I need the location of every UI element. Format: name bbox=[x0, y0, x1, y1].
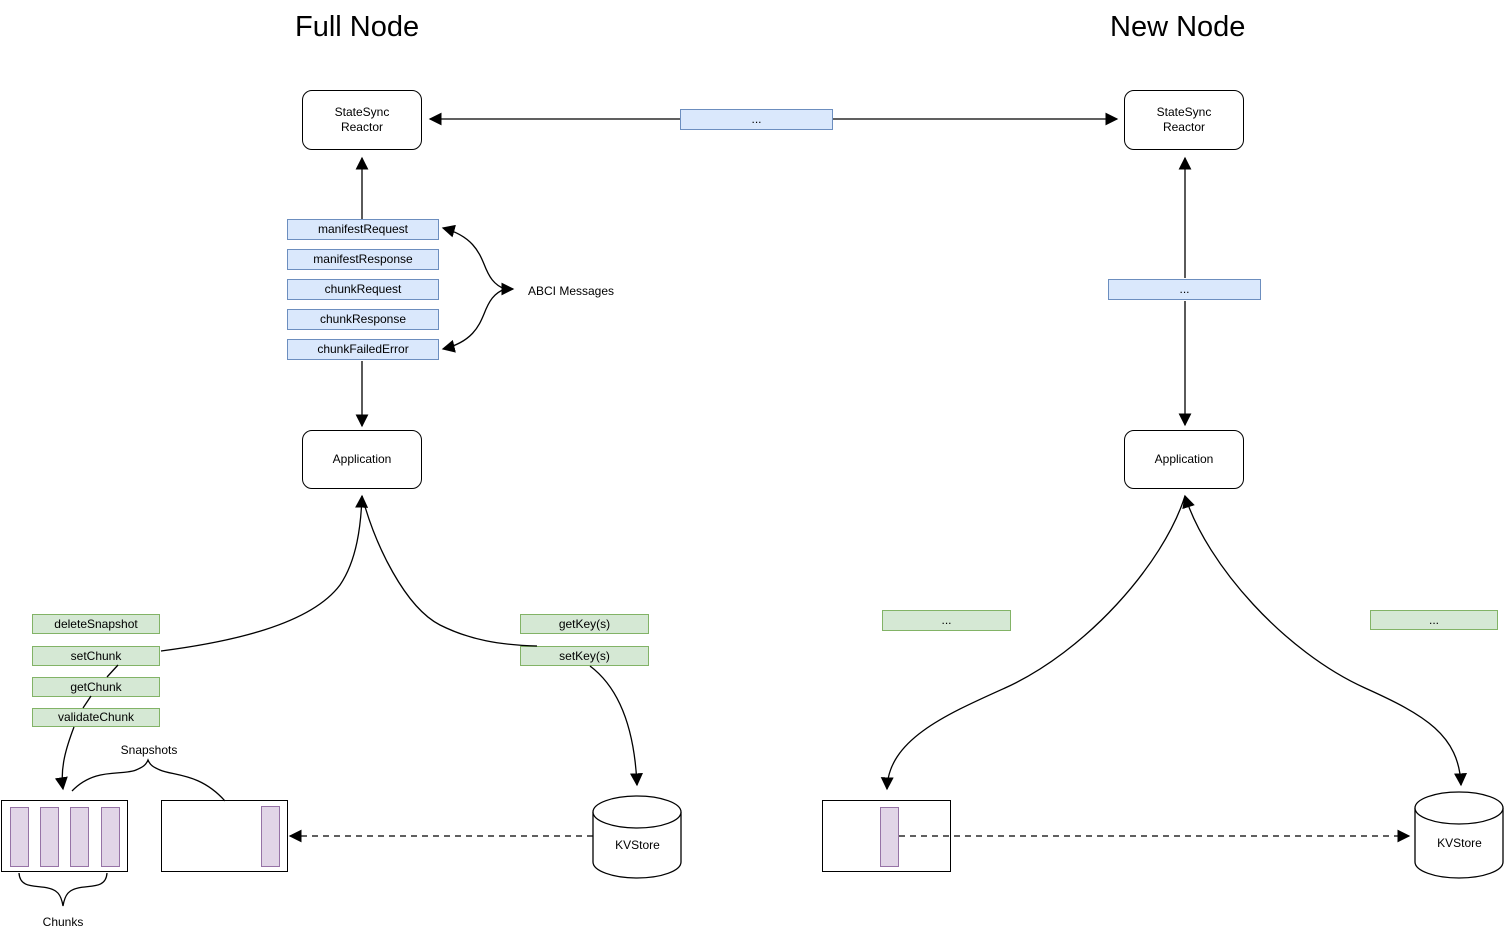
chunks-label: Chunks bbox=[42, 915, 84, 929]
app-method-box: setKey(s) bbox=[520, 646, 649, 666]
newnode-application-to-kvstore-curve bbox=[1182, 494, 1468, 787]
abci-messages-label: ABCI Messages bbox=[528, 284, 615, 298]
fullnode-application-box: Application bbox=[302, 430, 422, 489]
app-method-box: getKey(s) bbox=[520, 614, 649, 634]
chunk-bar bbox=[101, 807, 120, 867]
abci-brace-top-curve bbox=[441, 224, 506, 290]
abci-message-box: manifestResponse bbox=[287, 249, 439, 270]
setkey-to-application-curve bbox=[361, 495, 538, 647]
chunks-container-box bbox=[1, 800, 128, 872]
app-method-box: setChunk bbox=[32, 646, 160, 666]
snapshots-brace bbox=[71, 758, 226, 802]
snapshots-label: Snapshots bbox=[120, 743, 178, 757]
new-node-title: New Node bbox=[1110, 11, 1246, 43]
newnode-kvstore-label: KVStore bbox=[1437, 836, 1482, 850]
app-method-box: getChunk bbox=[32, 677, 160, 697]
chunks-brace bbox=[18, 872, 108, 907]
newnode-abci-ellipsis-box: ... bbox=[1108, 279, 1261, 300]
chunk-bar bbox=[261, 806, 280, 867]
newnode-application-to-snapshot-curve bbox=[880, 495, 1186, 791]
fullnode-kvstore-cylinder bbox=[592, 795, 682, 879]
app-method-box: validateChunk bbox=[32, 708, 160, 727]
snapshot-container-box bbox=[161, 800, 288, 872]
newnode-snapshot-container-box bbox=[822, 800, 951, 872]
full-node-title: Full Node bbox=[295, 11, 420, 43]
getchunk-validatechunk-link bbox=[82, 695, 92, 709]
newnode-method-ellipsis-box: ... bbox=[1370, 610, 1498, 630]
setkey-to-kvstore-arrow bbox=[589, 665, 643, 787]
fullnode-kvstore-label: KVStore bbox=[615, 838, 660, 852]
chunk-bar bbox=[880, 807, 899, 867]
network-link-ellipsis-box: ... bbox=[680, 109, 833, 130]
abci-brace-bottom-curve bbox=[441, 288, 506, 353]
setchunk-to-application-curve bbox=[160, 494, 369, 652]
newnode-statesync-reactor-box: StateSync Reactor bbox=[1124, 90, 1244, 150]
newnode-method-ellipsis-box: ... bbox=[882, 610, 1011, 631]
newnode-application-box: Application bbox=[1124, 430, 1244, 489]
abci-message-box: chunkFailedError bbox=[287, 339, 439, 360]
chunk-bar bbox=[10, 807, 29, 867]
abci-message-box: chunkResponse bbox=[287, 309, 439, 330]
setchunk-getchunk-link bbox=[106, 664, 119, 678]
app-method-box: deleteSnapshot bbox=[32, 614, 160, 634]
newnode-kvstore-cylinder bbox=[1414, 791, 1504, 879]
abci-message-box: chunkRequest bbox=[287, 279, 439, 300]
chunk-bar bbox=[70, 807, 89, 867]
fullnode-statesync-reactor-box: StateSync Reactor bbox=[302, 90, 422, 150]
abci-message-box: manifestRequest bbox=[287, 219, 439, 240]
chunk-bar bbox=[40, 807, 59, 867]
validatechunk-to-chunks-arrow bbox=[54, 726, 75, 791]
